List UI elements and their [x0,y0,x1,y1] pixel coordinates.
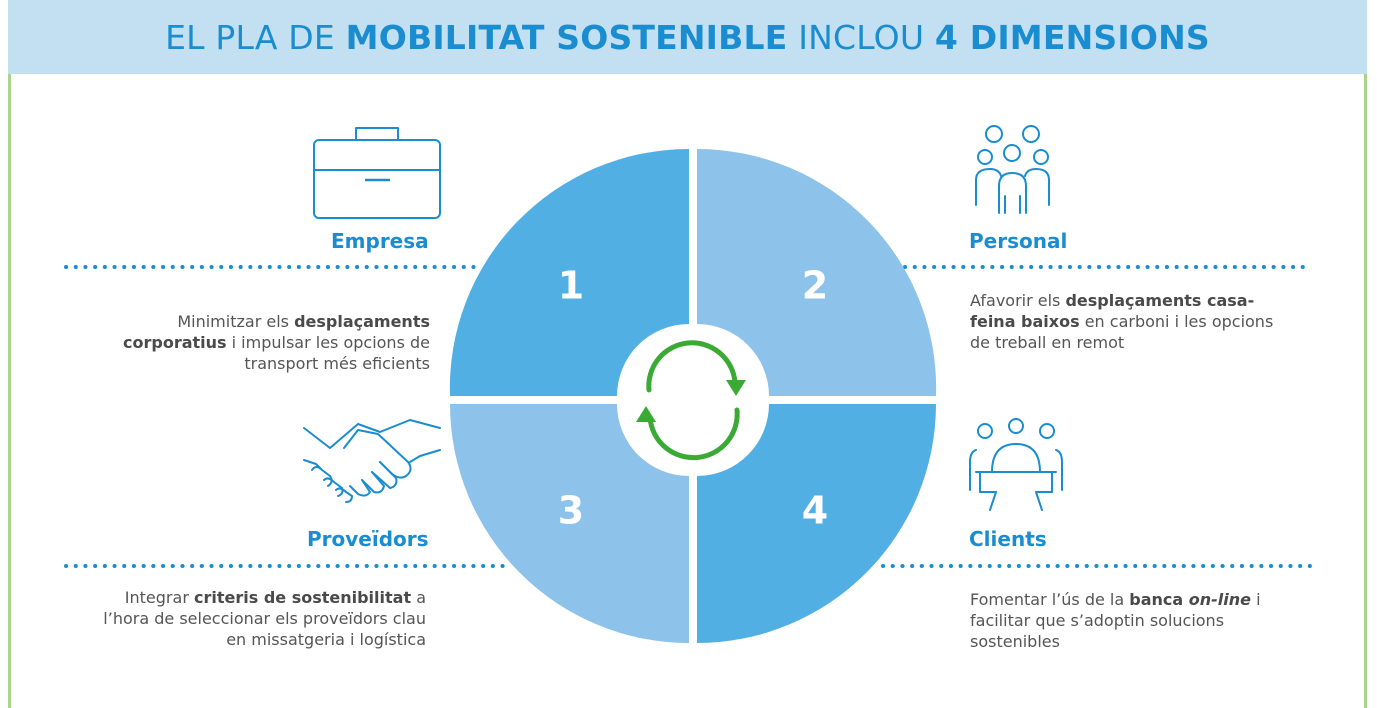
clients-desc-run-0: Fomentar l’ús de la [970,590,1130,609]
briefcase-icon [313,127,441,219]
personal-desc-run-2: en carboni i les opcions de treball en r… [970,312,1274,352]
page-frame [8,0,1367,708]
title-part-3: INCLOU [787,17,935,57]
quadrant-1-number: 1 [558,264,584,308]
quadrant-2 [697,148,937,396]
empresa-desc-run-0: Minimitzar els [177,312,295,331]
meeting-table-icon [969,418,1063,511]
people-group-icon [975,125,1050,214]
heading-proveidors: Proveïdors [307,527,429,551]
title-part-1: EL PLA DE [165,17,346,57]
quadrant-4 [697,404,936,643]
heading-clients: Clients [969,527,1047,551]
quadrant-1 [449,148,689,396]
empresa-desc-run-2: i impulsar les opcions de transport més … [226,333,430,373]
empresa-desc-run-1: desplaçaments corporatius [123,312,430,352]
title-bar: EL PLA DE MOBILITAT SOSTENIBLE INCLOU 4 … [8,0,1367,74]
heading-empresa: Empresa [331,229,429,253]
title-part-4: 4 DIMENSIONS [934,17,1210,57]
clients-desc-run-3: i facilitar que s’adoptin solucions sost… [970,590,1261,651]
proveidors-desc-run-1: criteris de sostenibilitat [193,588,412,607]
clients-desc-run-1: banca [1129,590,1189,609]
quadrant-3-number: 3 [558,489,584,533]
title-part-2: MOBILITAT SOSTENIBLE [345,17,788,57]
page-title: EL PLA DE MOBILITAT SOSTENIBLE INCLOU 4 … [165,18,1210,57]
proveidors-desc-run-0: Integrar [124,588,194,607]
quadrant-4-number: 4 [802,489,828,533]
cycle-arrows-icon [636,340,746,461]
personal-desc-run-0: Afavorir els [970,291,1066,310]
desc-personal: Afavorir els desplaçaments casa-feina ba… [970,290,1290,353]
quadrant-2-number: 2 [802,264,828,308]
quadrant-3 [450,404,689,643]
desc-proveidors: Integrar criteris de sostenibilitat a l’… [96,587,426,650]
heading-personal: Personal [969,229,1068,253]
personal-desc-run-1: desplaçaments casa-feina baixos [970,291,1255,331]
handshake-icon [303,419,441,503]
desc-empresa: Minimitzar els desplaçaments corporatius… [100,311,430,374]
clients-desc-run-2: on-line [1188,590,1251,609]
proveidors-desc-run-2: a l’hora de seleccionar els proveïdors c… [103,588,426,649]
desc-clients: Fomentar l’ús de la banca on-line i faci… [970,589,1280,652]
